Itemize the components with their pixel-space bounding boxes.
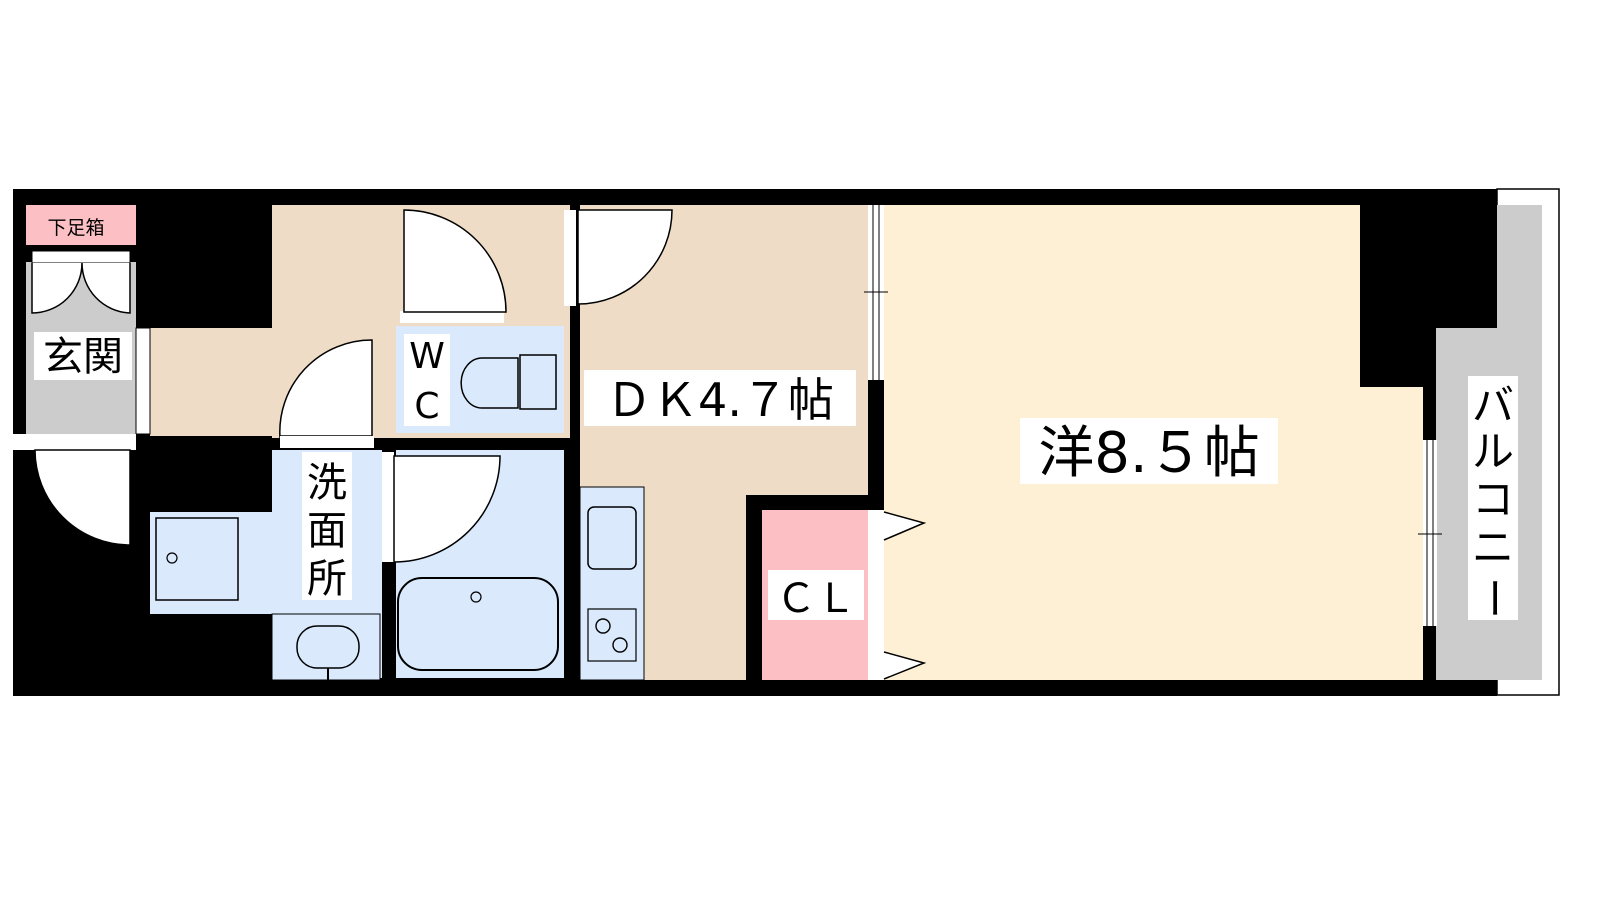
washer-drain: [166, 552, 178, 564]
senmen-label-bg: [302, 452, 352, 600]
western-label: 洋8.５帖: [1038, 421, 1259, 486]
senmen-label-1: 洗: [307, 460, 347, 506]
entry-door-frame: [13, 434, 136, 450]
closet-label-bg: [768, 570, 864, 620]
bathtub-drain: [470, 591, 482, 603]
wc-label-c: C: [414, 386, 439, 427]
getabako-label: 下足箱: [47, 217, 104, 239]
senmen-label-3: 所: [307, 556, 347, 602]
cooktop: [587, 608, 637, 662]
balcony-label-2: ル: [1472, 427, 1514, 476]
bath-door: [393, 455, 501, 563]
dk-door-strip: [564, 210, 576, 306]
closet-door-track: [868, 510, 884, 680]
washroom-door-strip: [280, 436, 374, 448]
balcony-label-4: ニ: [1472, 523, 1514, 572]
genkan-label-bg: [34, 332, 132, 380]
washroom-door: [279, 339, 373, 439]
kitchen-sink: [587, 506, 637, 570]
washer-pan: [155, 517, 239, 601]
burner-2: [612, 637, 628, 653]
closet-door-lower: [883, 651, 927, 680]
toilet-bowl: [460, 357, 519, 409]
getabako-door-right: [81, 262, 131, 314]
vanity-basin: [296, 625, 360, 669]
senmen-label-2: 面: [307, 508, 347, 554]
getabako-door-strip: [31, 250, 131, 264]
wc-label-w: W: [409, 336, 445, 377]
pillar: [1360, 205, 1436, 387]
burner-1: [595, 618, 611, 634]
dk-label-bg: [584, 370, 856, 426]
genkan-label: 玄関: [43, 334, 123, 380]
balcony-label-1: バ: [1472, 381, 1514, 430]
getabako-door-left: [31, 262, 83, 314]
balcony-window-track: [1423, 440, 1437, 626]
balcony-label-bg: [1468, 376, 1518, 620]
dk-label: ＤＫ4.７帖: [606, 373, 834, 427]
bathtub: [397, 577, 559, 671]
wc-door-strip: [400, 311, 504, 323]
balcony-label-5: ー: [1469, 577, 1518, 619]
western-label-bg: [1020, 418, 1278, 484]
closet-door-upper: [883, 511, 927, 541]
balcony-label-3: コ: [1472, 475, 1514, 524]
partition-wall: [868, 380, 884, 495]
washroom-wall-block: [136, 436, 272, 512]
washroom-wall-block-2: [136, 614, 272, 680]
dk-door: [577, 209, 673, 305]
getabako-label-bg: [38, 212, 116, 240]
entry-door: [34, 449, 131, 546]
bath-door-strip: [382, 452, 394, 562]
toilet-tank: [519, 354, 557, 410]
wc-label-bg: [404, 334, 450, 426]
wall-opening: [135, 327, 151, 435]
wc-door: [403, 209, 507, 313]
wall-block-entry: [136, 205, 272, 328]
closet-label: ＣＬ: [776, 576, 856, 622]
